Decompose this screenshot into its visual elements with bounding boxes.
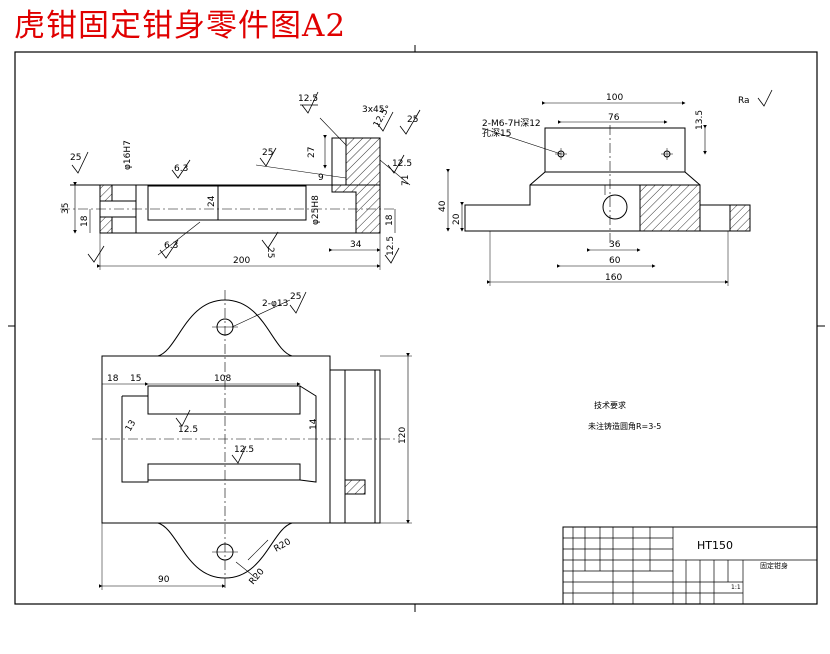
roughness-icon bbox=[87, 245, 105, 263]
dimension-label: 20 bbox=[452, 213, 462, 225]
roughness-icon bbox=[376, 111, 394, 132]
roughness-label: 12.5 bbox=[298, 94, 318, 104]
dimension-label: 27 bbox=[307, 147, 317, 158]
roughness-label: 6.3 bbox=[174, 164, 188, 174]
dimension-label: 24 bbox=[207, 195, 217, 207]
notes-heading: 技术要求 bbox=[594, 400, 626, 410]
dimension-label: 9 bbox=[318, 173, 324, 183]
dimension-label: R20 bbox=[273, 537, 294, 555]
dimension-label: 200 bbox=[233, 256, 250, 266]
sheet-title: 虎钳固定钳身零件图A2 bbox=[14, 8, 347, 44]
roughness-label: 25 bbox=[70, 153, 81, 163]
roughness-icon bbox=[387, 154, 405, 174]
dimension-label: φ25H8 bbox=[311, 195, 321, 225]
roughness-icon bbox=[175, 409, 191, 427]
dimension-label: 40 bbox=[438, 200, 448, 212]
roughness-icon bbox=[399, 109, 421, 135]
dimension-label: 18 bbox=[80, 215, 90, 227]
dimension-label: 120 bbox=[398, 427, 408, 444]
dimension-label: 100 bbox=[606, 93, 623, 103]
dimension-label: 13.5 bbox=[695, 110, 705, 130]
roughness-icon bbox=[159, 239, 179, 259]
general-roughness-label: Ra bbox=[738, 96, 750, 106]
front-view bbox=[60, 117, 411, 270]
roughness-label: 12.5 bbox=[234, 445, 254, 455]
chamfer-label: 3x45° bbox=[362, 105, 389, 115]
dimension-label: 108 bbox=[214, 374, 231, 384]
dimension-label: 14 bbox=[309, 418, 319, 430]
dimension-label: 36 bbox=[609, 240, 621, 250]
roughness-icon bbox=[259, 147, 277, 167]
roughness-label: 25 bbox=[407, 115, 418, 125]
roughness-icon bbox=[261, 231, 279, 249]
roughness-label: 6.3 bbox=[164, 241, 178, 251]
hole-note: 2-φ13 bbox=[262, 299, 288, 309]
dimension-label: 13 bbox=[124, 419, 138, 434]
drawing-border bbox=[8, 45, 825, 612]
roughness-icon bbox=[300, 91, 319, 114]
dimension-label: 34 bbox=[350, 240, 362, 250]
title-block bbox=[562, 526, 818, 605]
roughness-label: 25 bbox=[265, 247, 275, 258]
dimension-label: 18 bbox=[107, 374, 119, 384]
material-label: HT150 bbox=[697, 539, 733, 552]
roughness-label: 25 bbox=[262, 148, 273, 158]
roughness-icon bbox=[289, 291, 307, 314]
roughness-label: 12.5 bbox=[386, 236, 396, 256]
dimension-label: 35 bbox=[61, 203, 71, 214]
thread-note-depth: 孔深15 bbox=[482, 128, 511, 139]
dimension-label: 76 bbox=[608, 113, 620, 123]
top-view bbox=[92, 290, 412, 590]
dimension-label: φ16H7 bbox=[123, 140, 133, 170]
scale-label: 1:1 bbox=[731, 584, 741, 591]
part-name-label: 固定钳身 bbox=[760, 561, 788, 570]
roughness-label: 12.5 bbox=[392, 159, 412, 169]
side-view bbox=[446, 101, 751, 286]
roughness-label: 12.5 bbox=[178, 425, 198, 435]
dimension-label: 60 bbox=[609, 256, 621, 266]
dimension-label: 160 bbox=[605, 273, 622, 283]
roughness-icon bbox=[171, 159, 191, 179]
dimension-label: 90 bbox=[158, 575, 170, 585]
thread-note: 2-M6-7H深12 bbox=[482, 118, 541, 129]
dimension-label: 18 bbox=[385, 214, 395, 226]
roughness-icon bbox=[384, 247, 400, 264]
dimension-label: 71 bbox=[401, 175, 411, 186]
roughness-icon bbox=[71, 151, 89, 174]
roughness-icon bbox=[231, 445, 247, 464]
roughness-label: 25 bbox=[290, 292, 301, 302]
roughness-icon bbox=[757, 89, 773, 107]
dimension-label: 15 bbox=[130, 374, 141, 384]
notes-line: 未注铸造圆角R=3-5 bbox=[588, 421, 661, 431]
